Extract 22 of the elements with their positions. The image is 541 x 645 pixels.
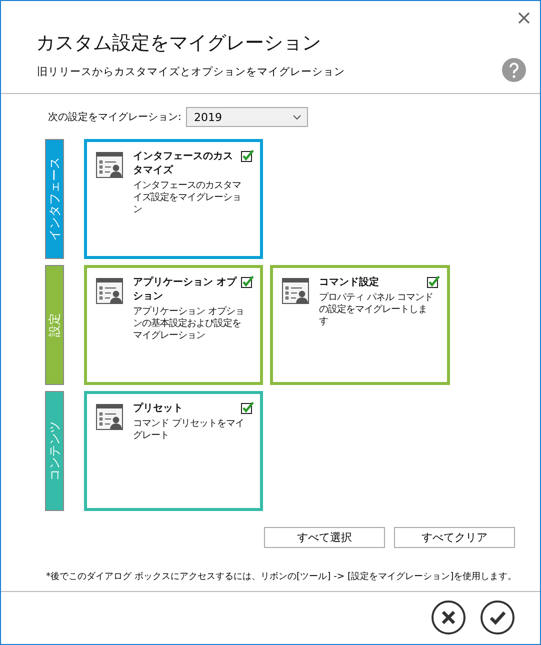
select-all-button: すべて選択: [264, 527, 385, 548]
option-card: [84, 391, 263, 511]
card-description: インタフェースのカスタマイズ設定をマイグレーション: [133, 180, 242, 216]
category-tab: インタフェース: [45, 139, 64, 259]
card-title: プリセット: [133, 403, 183, 414]
card-description: アプリケーション オプションの基本設定および設定をマイグレーション: [133, 306, 245, 342]
option-card: [84, 139, 263, 259]
option-card: [84, 265, 263, 385]
footnote: *後でこのダイアログ ボックスにアクセスするには、リボンの[ツール] -> [設定をマイグレーション]を使用します。: [46, 570, 517, 583]
category-tab: 設定: [45, 265, 64, 385]
category-tab: コンテンツ: [45, 391, 64, 511]
clear-all-button: すべてクリア: [394, 527, 515, 548]
option-card: [270, 265, 450, 385]
card-title: アプリケーション オプション: [133, 277, 236, 302]
card-title: コマンド設定: [319, 277, 379, 288]
card-description: コマンド プリセットをマイグレート: [133, 418, 245, 442]
dropdown-field: 2019: [186, 107, 308, 127]
card-description: プロパティ パネル コマンドの設定をマイグレートします: [319, 292, 434, 328]
field-label: 次の設定をマイグレーション:: [48, 110, 182, 124]
dialog-title: カスタム設定をマイグレーション: [36, 31, 321, 56]
subtitle: 旧リリースからカスタマイズとオプションをマイグレーション: [37, 65, 345, 79]
card-title: インタフェースのカスタマイズ: [133, 151, 233, 176]
